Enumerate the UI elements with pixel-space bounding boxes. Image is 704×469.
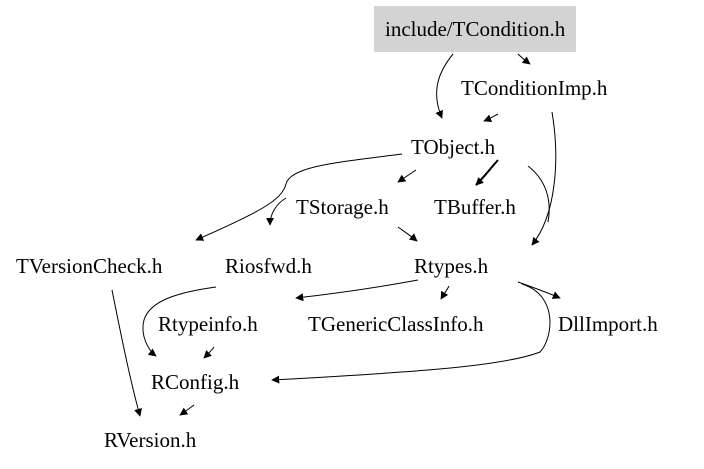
edge-rtypes-to-rtypeinfo [295, 279, 419, 302]
node-tbuffer[interactable]: TBuffer.h [434, 195, 516, 219]
node-rconfig[interactable]: RConfig.h [151, 370, 240, 394]
node-rtypeinfo[interactable]: Rtypeinfo.h [158, 312, 258, 336]
edge-tconditionimp-to-rtypes [531, 111, 557, 246]
edge-tstorage-to-rtypes [397, 226, 418, 242]
edge-tcondition-to-tobject [435, 53, 454, 119]
edge-tobject-to-tstorage [397, 169, 417, 183]
edge-tversioncheck-to-rconfig [142, 286, 217, 357]
edge-tcondition-to-tconditionimp [517, 53, 531, 65]
edge-tversioncheck-to-rversion [111, 289, 142, 417]
node-rversion[interactable]: RVersion.h [104, 428, 197, 452]
edge-tobject-to-rtypes [527, 165, 550, 223]
edge-rtypes-to-rconfig [271, 283, 551, 384]
node-tconditionimp[interactable]: TConditionImp.h [461, 76, 608, 100]
edge-rconfig-to-rversion [179, 404, 195, 416]
node-dllimport[interactable]: DllImport.h [558, 312, 658, 336]
edge-rtypes-to-tgenericclassinfo [440, 285, 450, 300]
node-rtypes[interactable]: Rtypes.h [414, 254, 489, 278]
edge-rtypeinfo-to-rconfig [203, 346, 215, 359]
node-tstorage[interactable]: TStorage.h [296, 195, 389, 219]
edge-tobject-to-tversioncheck [195, 153, 403, 241]
edge-tobject-to-riosfwd [266, 197, 287, 226]
edge-rtypes-to-dllimport [517, 281, 561, 299]
edge-tobject-to-tbuffer [475, 159, 499, 186]
node-riosfwd[interactable]: Riosfwd.h [225, 254, 312, 278]
node-tversioncheck[interactable]: TVersionCheck.h [16, 254, 163, 278]
node-tobject[interactable]: TObject.h [411, 135, 496, 159]
node-tgenericclassinfo[interactable]: TGenericClassInfo.h [308, 312, 484, 336]
edge-tconditionimp-to-tobject [483, 113, 499, 123]
node-include-tcondition[interactable]: include/TCondition.h [374, 6, 577, 52]
